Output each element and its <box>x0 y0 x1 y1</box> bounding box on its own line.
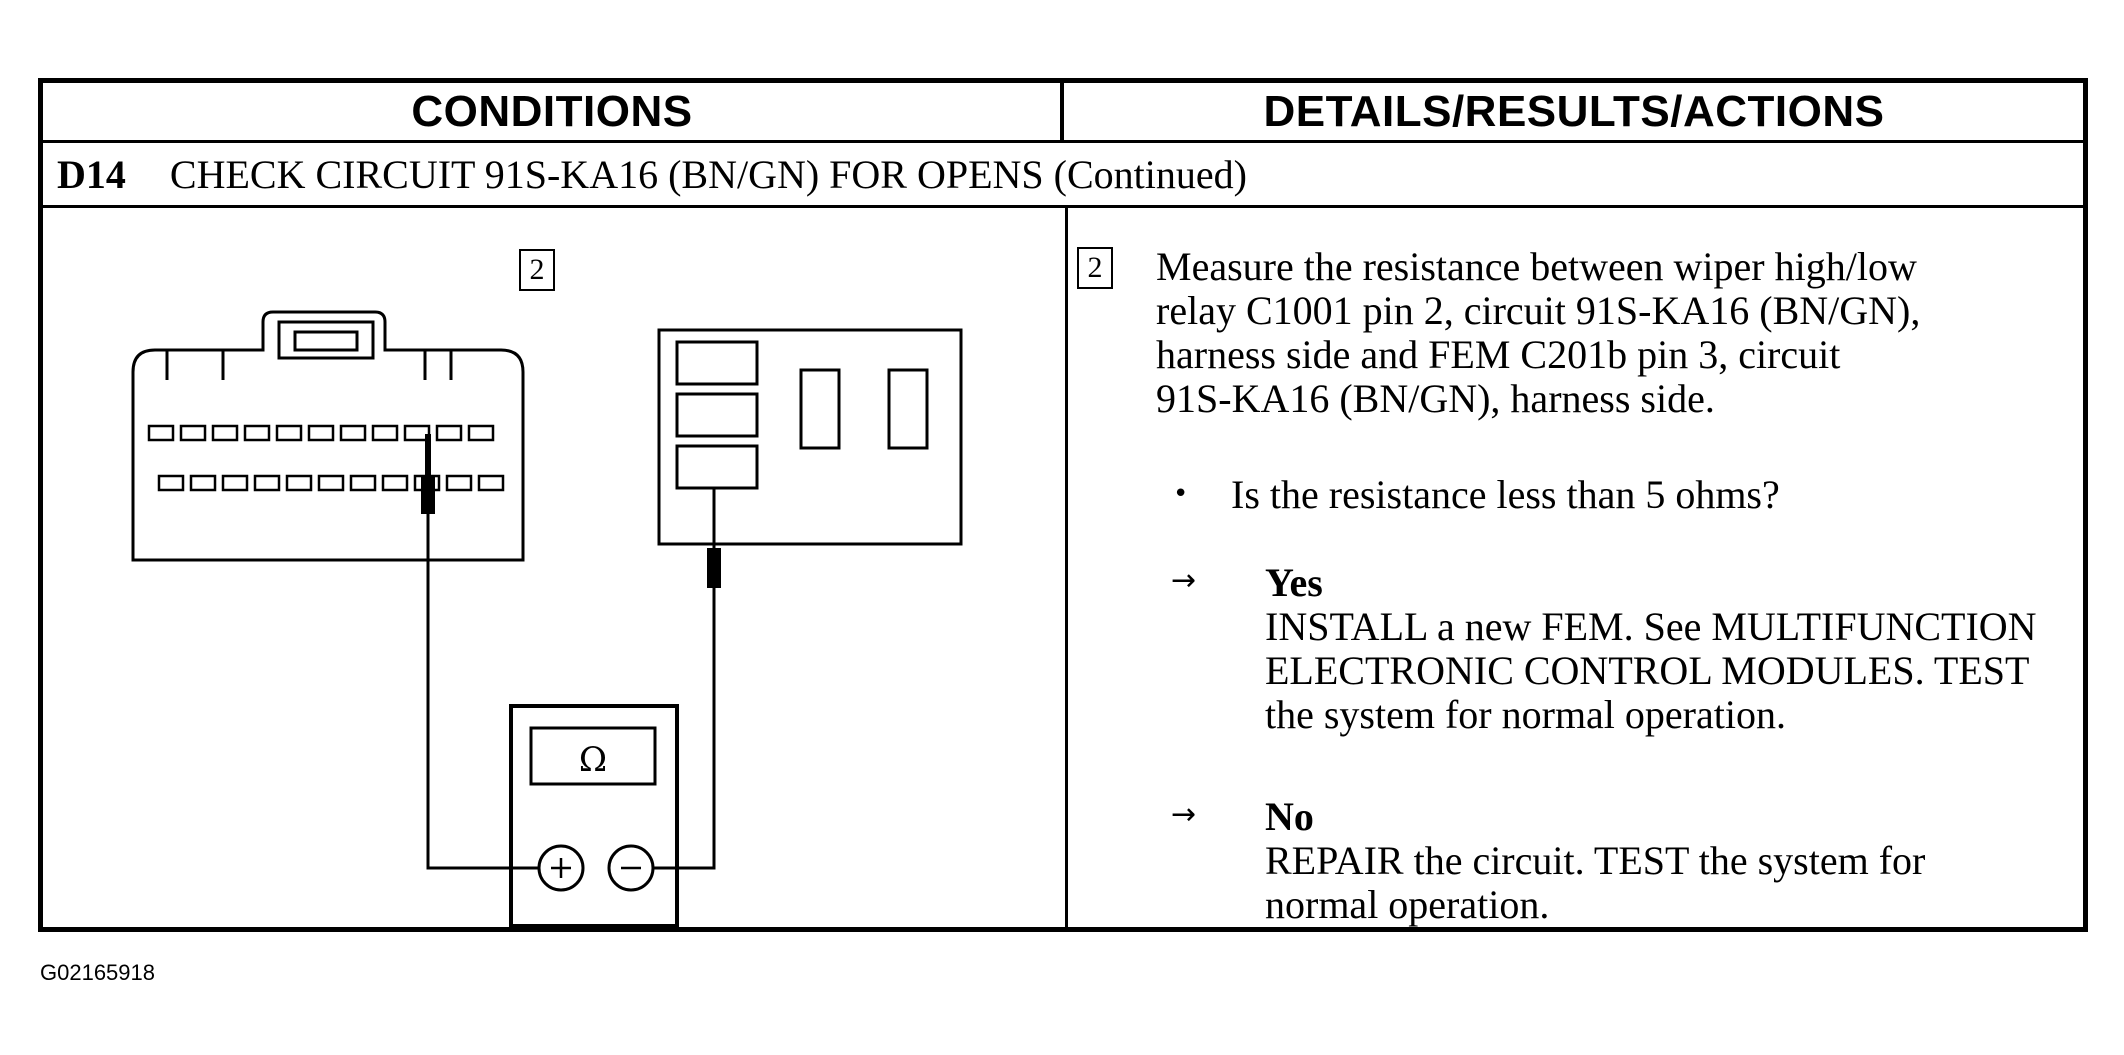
instruction-line: Measure the resistance between wiper hig… <box>1156 244 1917 289</box>
connector-diagram: Ω <box>131 310 963 927</box>
no-action-line: normal operation. <box>1265 882 1550 927</box>
no-arrow-icon: → <box>1171 797 1197 832</box>
figure-id: G02165918 <box>40 960 155 985</box>
conditions-header: CONDITIONS <box>411 86 693 136</box>
question-text: Is the resistance less than 5 ohms? <box>1231 472 1780 517</box>
yes-title: Yes <box>1265 560 1323 605</box>
no-title: No <box>1265 794 1314 839</box>
instruction-line: relay C1001 pin 2, circuit 91S-KA16 (BN/… <box>1156 288 1921 333</box>
header-rule <box>43 140 2083 143</box>
step-number: D14 <box>57 151 126 197</box>
instruction-line: 91S-KA16 (BN/GN), harness side. <box>1156 376 1715 421</box>
connector-pin-row-top <box>147 424 495 442</box>
connector-pin-row-bottom <box>157 474 505 492</box>
ohmmeter <box>509 704 679 927</box>
body-divider <box>1065 208 1068 927</box>
right-probe <box>707 488 721 588</box>
step-title-text: CHECK CIRCUIT 91S-KA16 (BN/GN) FOR OPENS… <box>169 151 1247 197</box>
step-title: D14 CHECK CIRCUIT 91S-KA16 (BN/GN) FOR O… <box>57 143 1247 205</box>
bullet-icon: • <box>1173 479 1189 509</box>
fem-module <box>657 328 963 546</box>
yes-action-line: ELECTRONIC CONTROL MODULES. TEST <box>1265 648 2030 693</box>
procedure-table: CONDITIONS DETAILS/RESULTS/ACTIONS D14 C… <box>38 78 2088 932</box>
yes-result: Yes INSTALL a new FEM. See MULTIFUNCTION… <box>1265 561 2037 737</box>
details-step-marker: 2 <box>1077 247 1113 289</box>
yes-action-line: the system for normal operation. <box>1265 692 1786 737</box>
yes-action-line: INSTALL a new FEM. See MULTIFUNCTION <box>1265 604 2037 649</box>
no-result: No REPAIR the circuit. TEST the system f… <box>1265 795 1925 927</box>
left-probe <box>421 434 435 514</box>
yes-arrow-icon: → <box>1171 563 1197 598</box>
test-leads <box>426 514 716 870</box>
conditions-step-marker: 2 <box>519 249 555 291</box>
ohm-symbol-icon: Ω <box>579 740 607 780</box>
no-action-line: REPAIR the circuit. TEST the system for <box>1265 838 1926 883</box>
header-divider <box>1060 83 1064 140</box>
instruction-line: harness side and FEM C201b pin 3, circui… <box>1156 332 1841 377</box>
instruction-text: Measure the resistance between wiper hig… <box>1156 245 1920 421</box>
relay-connector <box>131 310 525 562</box>
details-header: DETAILS/RESULTS/ACTIONS <box>1263 86 1885 136</box>
title-rule <box>43 205 2083 208</box>
